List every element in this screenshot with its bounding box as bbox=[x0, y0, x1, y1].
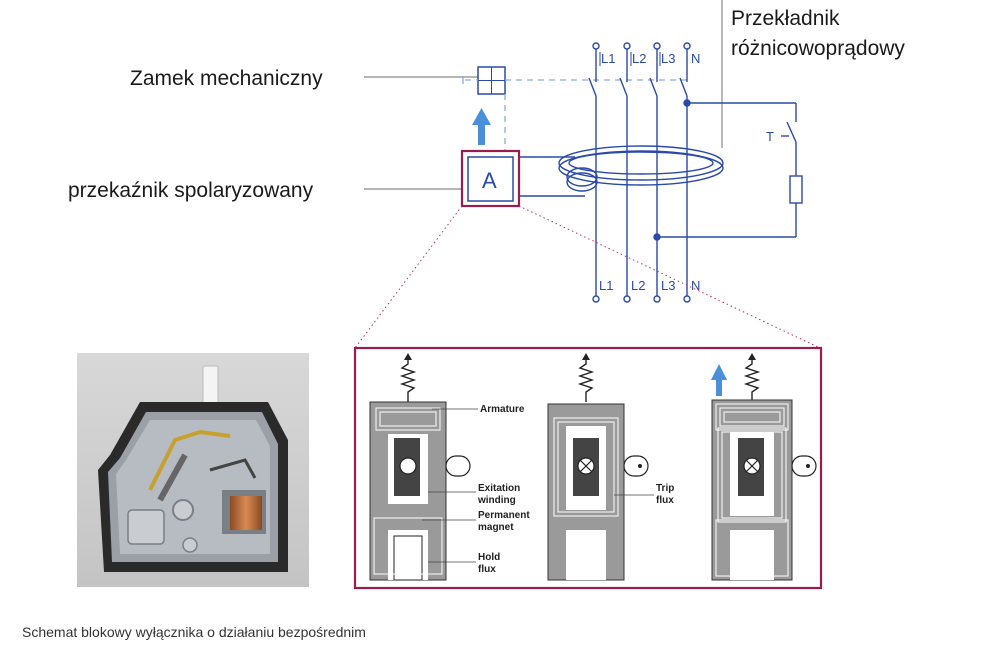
polarized-relay-label: przekaźnik spolaryzowany bbox=[68, 179, 314, 202]
phase-label-top-l1: L1 bbox=[601, 51, 615, 66]
phase-conductors bbox=[588, 42, 691, 303]
phase-label-top-n: N bbox=[691, 51, 700, 66]
polarized-relay-letter: A bbox=[482, 168, 497, 193]
phase-label-top-l3: L3 bbox=[661, 51, 675, 66]
relay-photo bbox=[77, 353, 309, 587]
relay-connections bbox=[519, 156, 585, 197]
phase-label-separators-top bbox=[599, 52, 661, 66]
phase-label-bottom-l3: L3 bbox=[661, 278, 675, 293]
current-transformer-label-2: różnicowoprądowy bbox=[731, 37, 905, 60]
test-button-label: T bbox=[766, 129, 774, 144]
relay-detail-panel-3 bbox=[711, 353, 817, 581]
mechanical-lock bbox=[477, 66, 506, 95]
armature-label: Armature bbox=[480, 404, 525, 415]
figure-caption: Schemat blokowy wyłącznika o działaniu b… bbox=[22, 624, 366, 640]
label-leaders bbox=[364, 0, 723, 190]
mechanical-lock-label: Zamek mechaniczny bbox=[130, 67, 323, 90]
permanent-magnet-label-2: magnet bbox=[478, 522, 514, 533]
hold-flux-label-2: flux bbox=[478, 564, 496, 575]
trip-arrow-icon bbox=[472, 108, 491, 145]
phase-label-bottom-l1: L1 bbox=[599, 278, 613, 293]
phase-label-top-l2: L2 bbox=[632, 51, 646, 66]
relay-detail-panel-1 bbox=[369, 353, 471, 581]
detail-leaders-1 bbox=[422, 408, 478, 563]
permanent-magnet-label-1: Permanent bbox=[478, 510, 530, 521]
trip-flux-label-2: flux bbox=[656, 495, 674, 506]
mechanical-linkage-dashed bbox=[465, 79, 690, 150]
excitation-label-2: winding bbox=[477, 495, 516, 506]
current-transformer-core bbox=[558, 145, 724, 192]
polarized-relay-box bbox=[467, 156, 514, 202]
phase-label-bottom-l2: L2 bbox=[631, 278, 645, 293]
current-transformer-label-1: Przekładnik bbox=[731, 7, 840, 30]
zoom-guide-lines bbox=[354, 205, 821, 349]
phase-label-bottom-n: N bbox=[691, 278, 700, 293]
test-circuit bbox=[653, 99, 803, 241]
polarized-relay-frame bbox=[460, 149, 521, 208]
hold-flux-label-1: Hold bbox=[478, 552, 500, 563]
excitation-label-1: Exitation bbox=[478, 483, 520, 494]
relay-detail-panel-2 bbox=[547, 353, 649, 581]
trip-flux-label-1: Trip bbox=[656, 483, 674, 494]
